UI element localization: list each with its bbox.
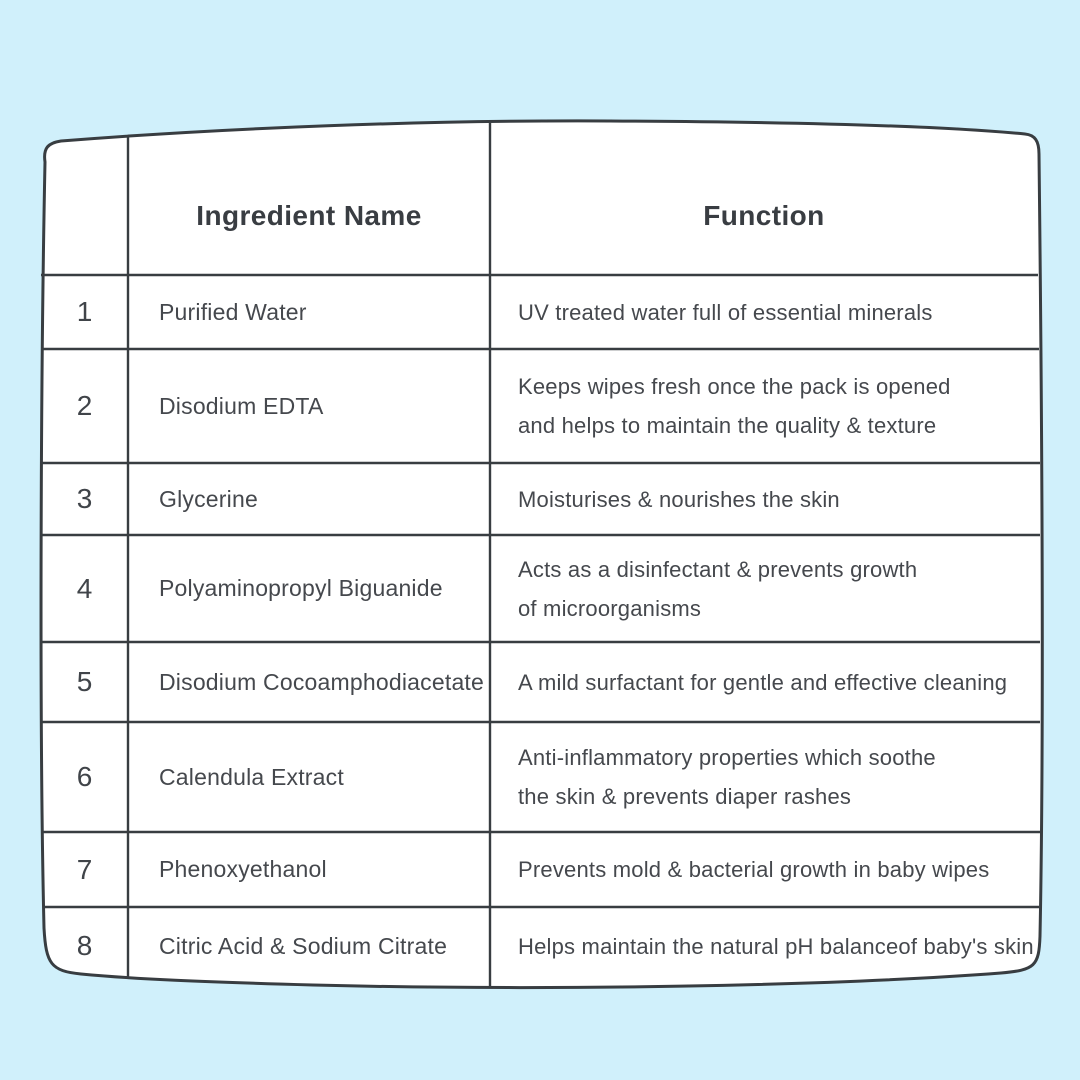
function-cell: Acts as a disinfectant & prevents growth… xyxy=(518,556,918,621)
row-number: 8 xyxy=(76,930,93,961)
ingredients-table: Ingredient Name Function 1 Purified Wate… xyxy=(41,134,1038,985)
row-number: 5 xyxy=(76,666,93,697)
table-header-row: Ingredient Name Function xyxy=(41,134,1038,275)
function-cell: Anti-inflammatory properties which sooth… xyxy=(518,745,936,809)
function-cell: Helps maintain the natural pH balanceof … xyxy=(518,933,1034,959)
ingredient-cell: Disodium EDTA xyxy=(159,392,324,419)
function-cell: A mild surfactant for gentle and effecti… xyxy=(518,669,1008,695)
row-number: 4 xyxy=(76,572,93,604)
ingredients-table-card: Ingredient Name Function 1 Purified Wate… xyxy=(35,118,1045,994)
table-row: 5 Disodium Cocoamphodiacetate A mild sur… xyxy=(41,642,1038,722)
function-cell: UV treated water full of essential miner… xyxy=(518,299,933,325)
ingredient-cell: Glycerine xyxy=(159,485,258,512)
table-row: 8 Citric Acid & Sodium Citrate Helps mai… xyxy=(41,907,1038,985)
table-row: 4 Polyaminopropyl Biguanide Acts as a di… xyxy=(41,535,1038,642)
table-row: 7 Phenoxyethanol Prevents mold & bacteri… xyxy=(41,832,1038,907)
table-row: 1 Purified Water UV treated water full o… xyxy=(41,275,1038,349)
ingredient-cell: Calendula Extract xyxy=(159,763,344,790)
function-cell: Moisturises & nourishes the skin xyxy=(518,486,840,512)
table-row: 2 Disodium EDTA Keeps wipes fresh once t… xyxy=(41,349,1038,463)
ingredient-cell: Citric Acid & Sodium Citrate xyxy=(159,932,448,959)
row-number: 3 xyxy=(76,483,93,514)
column-header-function: Function xyxy=(703,199,825,231)
function-cell: Prevents mold & bacterial growth in baby… xyxy=(518,857,990,882)
ingredient-cell: Purified Water xyxy=(159,298,307,325)
header-number-cell xyxy=(41,134,128,275)
column-header-ingredient: Ingredient Name xyxy=(196,199,422,231)
row-number: 2 xyxy=(76,390,93,421)
ingredient-cell: Phenoxyethanol xyxy=(159,856,327,882)
table-panel-outline xyxy=(39,119,1044,990)
function-cell: Keeps wipes fresh once the pack is opene… xyxy=(518,374,951,438)
row-number: 7 xyxy=(76,853,93,885)
ingredient-cell: Polyaminopropyl Biguanide xyxy=(159,575,443,601)
table-row: 3 Glycerine Moisturises & nourishes the … xyxy=(41,463,1038,535)
row-number: 1 xyxy=(76,296,93,327)
table-row: 6 Calendula Extract Anti-inflammatory pr… xyxy=(41,722,1038,832)
table-border xyxy=(39,119,1044,990)
row-number: 6 xyxy=(76,761,93,792)
ingredient-cell: Disodium Cocoamphodiacetate xyxy=(159,668,485,695)
